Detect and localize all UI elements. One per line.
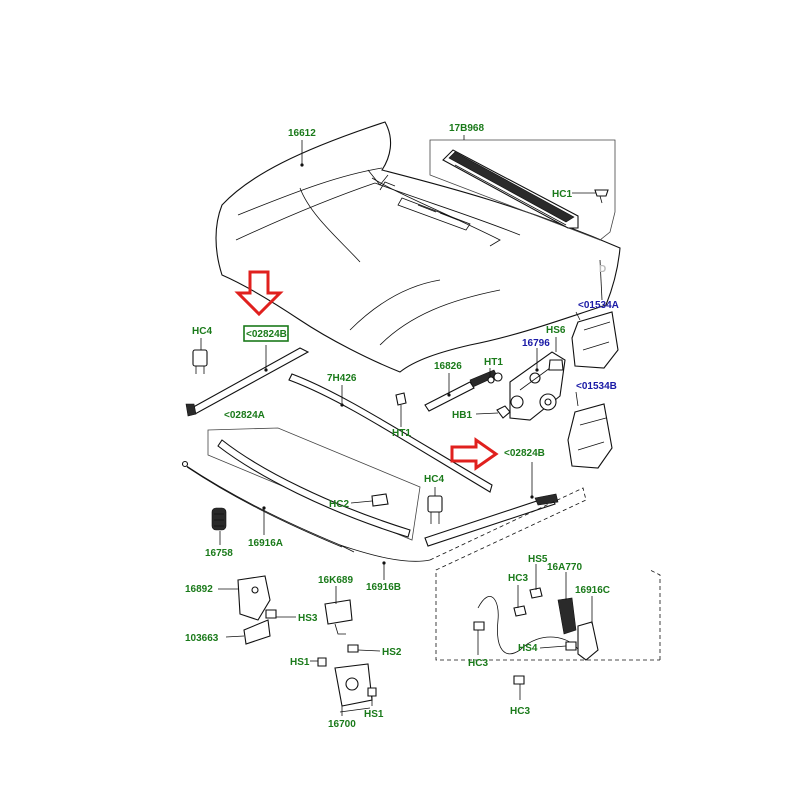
clip-hc3-mid[interactable] (473, 621, 485, 631)
hood-panel[interactable] (215, 121, 621, 373)
label-02824a[interactable]: <02824A (224, 410, 265, 421)
label-hs3[interactable]: HS3 (298, 613, 318, 624)
label-hs1-right[interactable]: HS1 (364, 709, 384, 720)
release-cable-16916b[interactable] (339, 544, 355, 553)
label-hs5[interactable]: HS5 (528, 554, 548, 565)
bolt-hs1-left[interactable] (317, 657, 327, 667)
seal-a-callout-frame (207, 427, 421, 541)
bolt-hs3[interactable] (265, 609, 277, 619)
label-hs6[interactable]: HS6 (546, 325, 566, 336)
label-corner-d: D (599, 264, 606, 275)
hood-latch-16700[interactable] (334, 663, 373, 713)
label-hs1-left[interactable]: HS1 (290, 657, 310, 668)
release-handle-16a770[interactable] (557, 597, 577, 635)
bump-stop-16758[interactable] (211, 507, 227, 531)
bolt-hs2[interactable] (347, 644, 359, 653)
label-16a770[interactable]: 16A770 (547, 562, 582, 573)
clip-hc4-left[interactable] (192, 349, 208, 374)
gas-strut[interactable] (424, 369, 503, 412)
clip-hc3-top[interactable] (513, 605, 527, 617)
leader-lines (200, 135, 596, 716)
grille-panel[interactable] (442, 149, 579, 229)
seal-02824a[interactable] (217, 439, 411, 538)
label-hc1[interactable]: HC1 (552, 189, 572, 200)
label-16826[interactable]: 16826 (434, 361, 462, 372)
label-16916c[interactable]: 16916C (575, 585, 610, 596)
label-ht1-upper[interactable]: HT1 (484, 357, 503, 368)
label-16758[interactable]: 16758 (205, 548, 233, 559)
release-cable-16916a[interactable] (181, 460, 431, 562)
label-01534b[interactable]: <01534B (576, 381, 617, 392)
clip-hc3-bottom[interactable] (513, 675, 525, 685)
label-ht1-lower[interactable]: HT1 (392, 428, 411, 439)
label-hc2[interactable]: HC2 (329, 499, 349, 510)
red-right-arrow-icon (450, 437, 499, 471)
label-02824b-right[interactable]: <02824B (504, 448, 545, 459)
bolt-hs1-right[interactable] (367, 687, 377, 697)
clip-hc2[interactable] (371, 493, 389, 507)
label-hc4-right[interactable]: HC4 (424, 474, 444, 485)
red-down-arrow-icon (234, 270, 284, 317)
label-hb1[interactable]: HB1 (452, 410, 472, 421)
label-16916a[interactable]: 16916A (248, 538, 283, 549)
release-cable-loop[interactable] (477, 596, 581, 655)
label-hc3-top[interactable]: HC3 (508, 573, 528, 584)
release-lever-16916c[interactable] (577, 621, 599, 661)
latch-16k689[interactable] (324, 599, 353, 635)
bolt-hs4[interactable] (565, 641, 577, 651)
label-16k689[interactable]: 16K689 (318, 575, 353, 586)
seal-7h426[interactable] (288, 373, 493, 493)
label-hc3-bottom[interactable]: HC3 (510, 706, 530, 717)
bolt-hs5[interactable] (529, 587, 543, 599)
cable-sleeve-dashed (429, 487, 661, 661)
bolt-ht1-upper[interactable] (487, 376, 495, 384)
right-seal-strip[interactable] (424, 493, 559, 547)
label-hs4[interactable]: HS4 (518, 643, 538, 654)
bolt-hb1[interactable] (496, 405, 511, 419)
label-02824b-highlight[interactable]: <02824B (246, 329, 287, 340)
label-7h426[interactable]: 7H426 (327, 373, 357, 384)
label-103663[interactable]: 103663 (185, 633, 219, 644)
label-01534a[interactable]: <01534A (578, 300, 619, 311)
label-hs2[interactable]: HS2 (382, 647, 402, 658)
latch-bracket-16892[interactable] (237, 575, 271, 621)
pad-01534b[interactable] (567, 403, 613, 469)
label-16612[interactable]: 16612 (288, 128, 316, 139)
pad-01534a[interactable] (571, 311, 619, 369)
labels: 16612 17B968 HC1 HC4 <02824B 7H426 16826… (185, 123, 619, 730)
label-16892[interactable]: 16892 (185, 584, 213, 595)
label-16796[interactable]: 16796 (522, 338, 550, 349)
label-17b968[interactable]: 17B968 (449, 123, 484, 134)
label-hc3-mid[interactable]: HC3 (468, 658, 488, 669)
plate-103663[interactable] (243, 619, 271, 645)
label-16700[interactable]: 16700 (328, 719, 356, 730)
clip-hc4-right[interactable] (427, 495, 443, 524)
label-16916b[interactable]: 16916B (366, 582, 401, 593)
clip-hc1[interactable] (594, 189, 609, 204)
left-seal-strip[interactable] (185, 347, 310, 417)
bolt-hs6[interactable] (548, 359, 564, 371)
bolt-ht1-lower[interactable] (395, 392, 407, 420)
label-hc4-left[interactable]: HC4 (192, 326, 212, 337)
highlight-box (243, 325, 289, 342)
grille-callout-frame (429, 139, 616, 241)
